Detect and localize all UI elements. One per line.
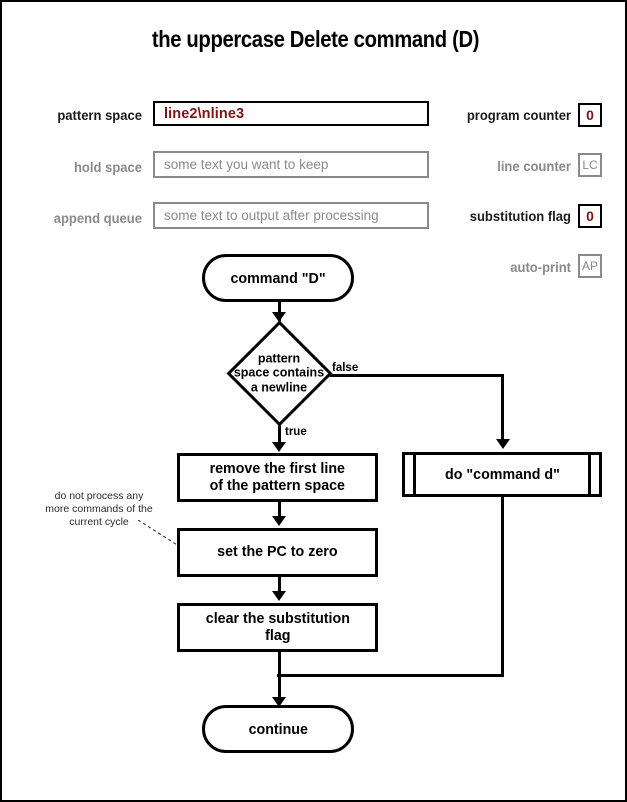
annotation-line-1: do not process any [54,490,144,502]
connector-false-horizontal [328,374,504,377]
program-counter-value: 0 [586,107,594,123]
hold-space-placeholder: some text you want to keep [164,157,329,172]
decision-line-1: pattern [257,351,301,366]
flow-node-set-pc-zero-label: set the PC to zero [217,543,338,561]
connector-merge-horizontal [277,674,504,677]
annotation-line-3: current cycle [69,515,129,528]
annotation-line-2: more commands of the [45,502,153,515]
flow-node-remove-first-line[interactable]: remove the first line of the pattern spa… [177,453,378,502]
flow-node-do-command-d-label: do "command d" [444,466,560,483]
line-counter-box[interactable]: LC [578,153,602,177]
label-substitution-flag: substitution flag [469,208,571,224]
label-hold-space: hold space [73,159,142,175]
decision-line-2: space contains [233,365,325,380]
flow-node-decision[interactable]: pattern space contains a newline [225,319,333,427]
annotation-leader-line [138,520,183,549]
pattern-space-input[interactable]: line2\nline3 [153,101,429,126]
pattern-space-value: line2\nline3 [164,105,245,122]
annotation-note: do not process any more commands of the … [28,490,170,528]
substitution-flag-box[interactable]: 0 [578,204,602,228]
flow-node-set-pc-zero[interactable]: set the PC to zero [177,528,378,577]
label-append-queue: append queue [53,210,142,226]
append-queue-placeholder: some text to output after processing [164,208,379,223]
flow-node-start-label: command "D" [230,269,326,287]
program-counter-box[interactable]: 0 [578,103,602,127]
arrowhead-setpc-in [272,516,286,526]
subroutine-bar-right [588,455,591,494]
connector-true-vertical [277,418,281,444]
edge-label-true: true [285,426,307,438]
line-counter-value: LC [582,158,598,172]
clearflag-line-1: clear the substitution [205,609,350,627]
flow-node-do-command-d[interactable]: do "command d" [402,452,602,497]
label-pattern-space: pattern space [57,107,142,123]
auto-print-value: AP [581,259,598,273]
flow-node-decision-label: pattern space contains a newline [220,352,338,395]
subroutine-bar-left [413,455,416,494]
arrowhead-remove-line-in [272,442,286,452]
flow-node-start[interactable]: command "D" [202,254,354,302]
hold-space-input[interactable]: some text you want to keep [153,151,429,178]
remove-line-2: of the pattern space [209,476,346,494]
remove-line-1: remove the first line [209,459,346,477]
append-queue-input[interactable]: some text to output after processing [153,202,429,229]
flow-node-clear-substitution-flag-label: clear the substitution flag [205,609,350,645]
flow-node-continue-label: continue [248,720,308,738]
arrowhead-subroutine-in [496,439,510,449]
connector-remove-to-setpc [277,502,281,519]
connector-trunk-to-continue [277,652,281,702]
label-auto-print: auto-print [510,259,571,275]
edge-label-false: false [332,362,359,374]
flow-node-remove-first-line-label: remove the first line of the pattern spa… [209,459,346,495]
arrowhead-decision-in [272,312,286,322]
auto-print-box[interactable]: AP [578,254,602,278]
page-title: the uppercase Delete command (D) [151,26,480,52]
label-line-counter: line counter [497,158,571,174]
flow-node-clear-substitution-flag[interactable]: clear the substitution flag [177,603,378,652]
flow-node-continue[interactable]: continue [202,705,354,753]
arrowhead-clearflag-in [272,591,286,601]
decision-line-3: a newline [250,380,308,395]
connector-false-vertical [501,374,504,442]
arrowhead-continue-in [272,697,286,707]
clearflag-line-2: flag [264,626,291,644]
substitution-flag-value: 0 [586,208,594,224]
connector-setpc-to-clearflag [277,577,281,594]
connector-subroutine-out-vertical [501,497,504,677]
label-program-counter: program counter [466,107,571,123]
